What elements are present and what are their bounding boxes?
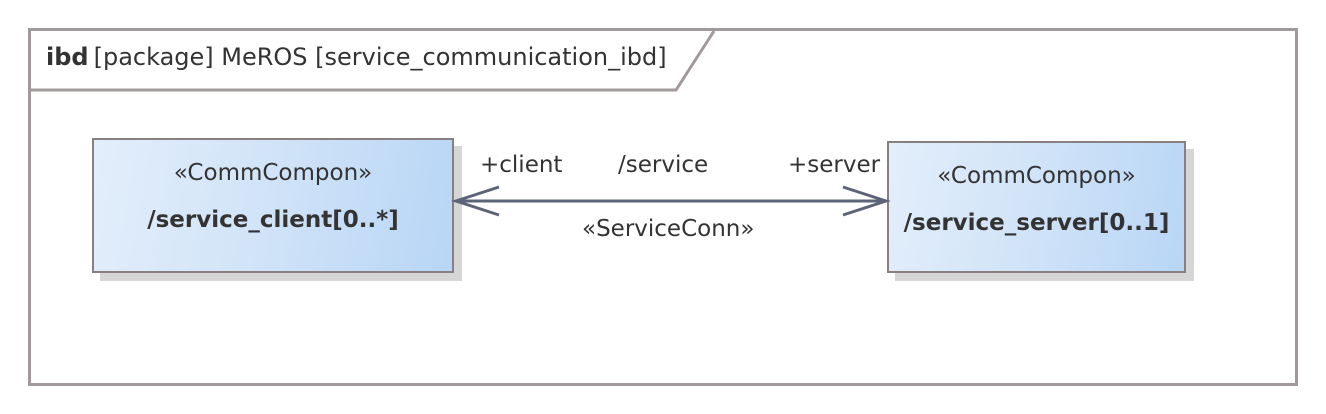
- server-role-label: +server: [788, 152, 881, 178]
- diagram-frame: [28, 28, 1298, 386]
- connector-stereotype-label: «ServiceConn»: [582, 216, 755, 242]
- service-client-block[interactable]: «CommCompon» /service_client[0..*]: [92, 138, 454, 273]
- frame-keyword: ibd: [46, 43, 89, 71]
- server-arrowhead: [842, 185, 891, 217]
- client-stereotype: «CommCompon»: [173, 160, 373, 186]
- server-name: /service_server[0..1]: [903, 210, 1170, 236]
- client-role-label: +client: [480, 152, 563, 178]
- connector-name-label: /service: [618, 152, 709, 178]
- server-stereotype: «CommCompon»: [937, 163, 1136, 189]
- frame-name: [package] MeROS [service_communication_i…: [93, 43, 667, 71]
- client-arrowhead: [451, 185, 500, 217]
- service-server-block[interactable]: «CommCompon» /service_server[0..1]: [887, 141, 1186, 273]
- client-name: /service_client[0..*]: [147, 207, 399, 233]
- frame-title: ibd[package] MeROS [service_communicatio…: [46, 43, 667, 71]
